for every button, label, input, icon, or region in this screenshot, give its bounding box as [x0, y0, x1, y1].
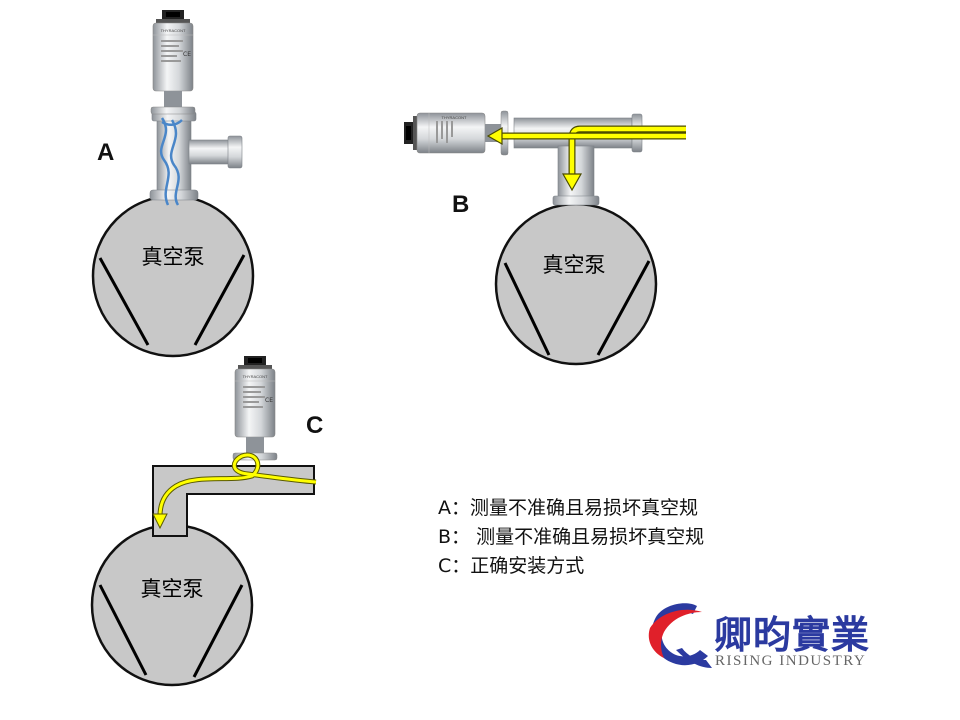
vacuum-pump-a	[91, 194, 255, 358]
notes-legend: A：测量不准确且易损坏真空规 B： 测量不准确且易损坏真空规 C：正确安装方式	[438, 494, 704, 581]
offset-pipe-c	[152, 465, 315, 537]
vacuum-gauge-a: THYRACONT	[150, 9, 196, 115]
note-a: A：测量不准确且易损坏真空规	[438, 494, 704, 523]
note-b: B： 测量不准确且易损坏真空规	[438, 523, 704, 552]
label-b: B	[452, 191, 469, 218]
note-a-text: 测量不准确且易损坏真空规	[470, 497, 699, 519]
pump-vane-right-a	[193, 254, 246, 346]
pump-vane-left-a	[98, 257, 150, 346]
flow-arrow-b	[486, 125, 686, 192]
vacuum-gauge-b: THYRACONT	[403, 110, 509, 156]
pump-label-b: 真空泵	[543, 253, 606, 277]
svg-text:THYRACONT: THYRACONT	[243, 374, 268, 379]
note-c-text: 正确安装方式	[470, 555, 585, 577]
pump-vane-right-c	[192, 584, 244, 678]
rising-industry-logo-mark	[648, 603, 712, 668]
svg-text:THYRACONT: THYRACONT	[442, 115, 467, 120]
vacuum-pump-b	[494, 202, 658, 366]
vacuum-pump-c	[90, 523, 254, 687]
tee-fitting-a	[149, 111, 243, 201]
note-b-key: B：	[438, 526, 471, 548]
vacuum-gauge-c: THYRACONT	[232, 355, 278, 461]
note-c-key: C：	[438, 555, 471, 577]
note-b-text: 测量不准确且易损坏真空规	[470, 526, 705, 548]
pump-vane-left-c	[98, 584, 148, 676]
note-c: C：正确安装方式	[438, 552, 704, 581]
setup-b: B 真空泵 THYRACONT	[403, 110, 686, 366]
pump-vane-left-b	[503, 262, 551, 356]
logo-chinese-name: 卿昀實業	[714, 613, 871, 657]
pump-vane-right-b	[596, 260, 651, 356]
svg-text:THYRACONT: THYRACONT	[161, 28, 186, 33]
pump-label-a: 真空泵	[142, 245, 205, 269]
vapor-path-a	[159, 117, 183, 206]
setup-c: C 真空泵 THYRACONT	[90, 355, 323, 687]
logo-english-name: RISING INDUSTRY	[715, 653, 867, 669]
label-c: C	[306, 412, 323, 439]
flow-arrow-c	[152, 452, 317, 530]
pump-label-c: 真空泵	[141, 577, 204, 601]
label-a: A	[97, 139, 114, 166]
setup-a: A 真空泵 THYRACONT	[91, 9, 255, 358]
note-a-key: A：	[438, 497, 470, 519]
